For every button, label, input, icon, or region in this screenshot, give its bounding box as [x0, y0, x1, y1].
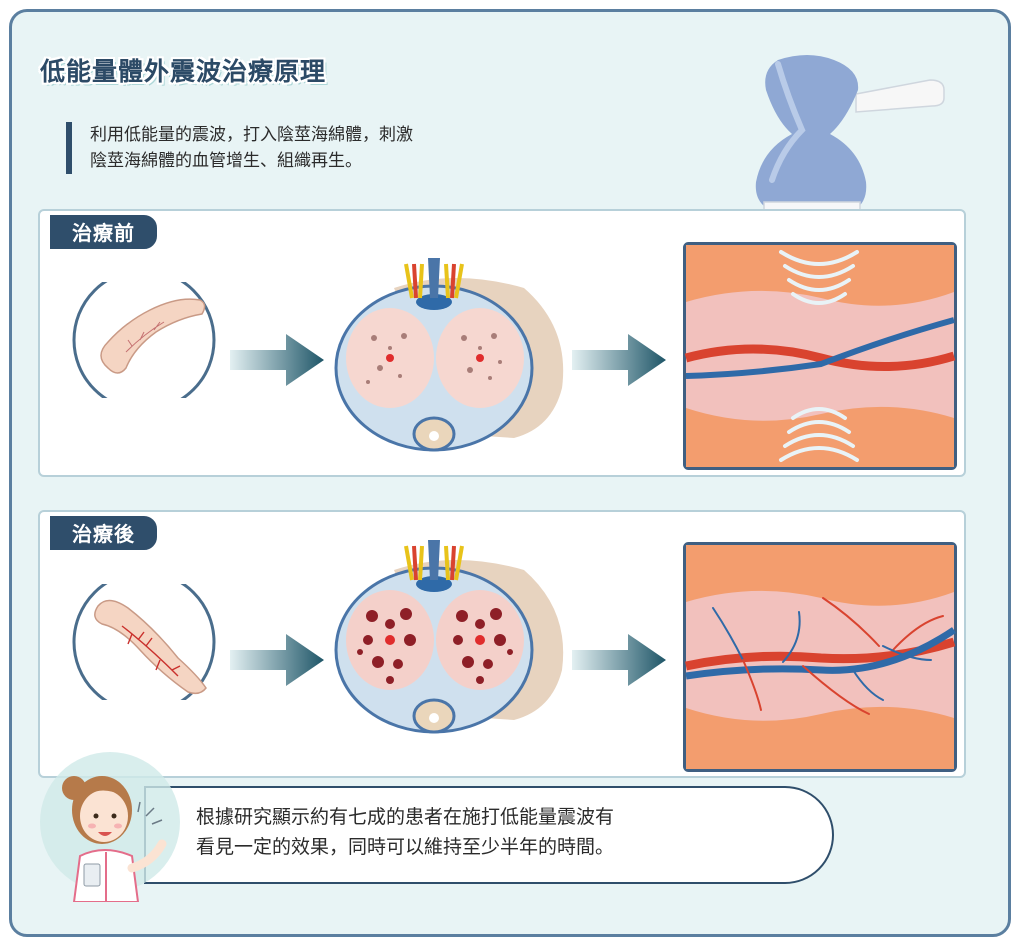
- after-label: 治療後: [48, 514, 159, 552]
- arrow-right-icon: [572, 634, 666, 686]
- penis-after-icon: [72, 584, 216, 700]
- cross-section-after-icon: [334, 540, 564, 734]
- blood-vessel-before-icon: [683, 242, 957, 470]
- before-label: 治療前: [48, 213, 159, 251]
- arrow-right-icon: [230, 334, 324, 386]
- intro-text: 利用低能量的震波，打入陰莖海綿體，刺激 陰莖海綿體的血管增生、組織再生。: [66, 122, 610, 174]
- note-bubble: 根據研究顯示約有七成的患者在施打低能量震波有 看見一定的效果，同時可以維持至少半…: [144, 786, 834, 884]
- blood-vessel-after-icon: [683, 542, 957, 772]
- arrow-right-icon: [572, 334, 666, 386]
- page-title: 低能量體外震波治療原理: [40, 57, 327, 86]
- arrow-right-icon: [230, 634, 324, 686]
- intro-line-1: 利用低能量的震波，打入陰莖海綿體，刺激: [90, 125, 413, 145]
- note-line-1: 根據研究顯示約有七成的患者在施打低能量震波有: [196, 806, 615, 828]
- penis-before-icon: [72, 282, 216, 398]
- note-line-2: 看見一定的效果，同時可以維持至少半年的時間。: [196, 836, 615, 858]
- intro-line-2: 陰莖海綿體的血管增生、組織再生。: [90, 151, 362, 171]
- nurse-illustration-icon: [40, 752, 180, 902]
- cross-section-before-icon: [334, 258, 564, 452]
